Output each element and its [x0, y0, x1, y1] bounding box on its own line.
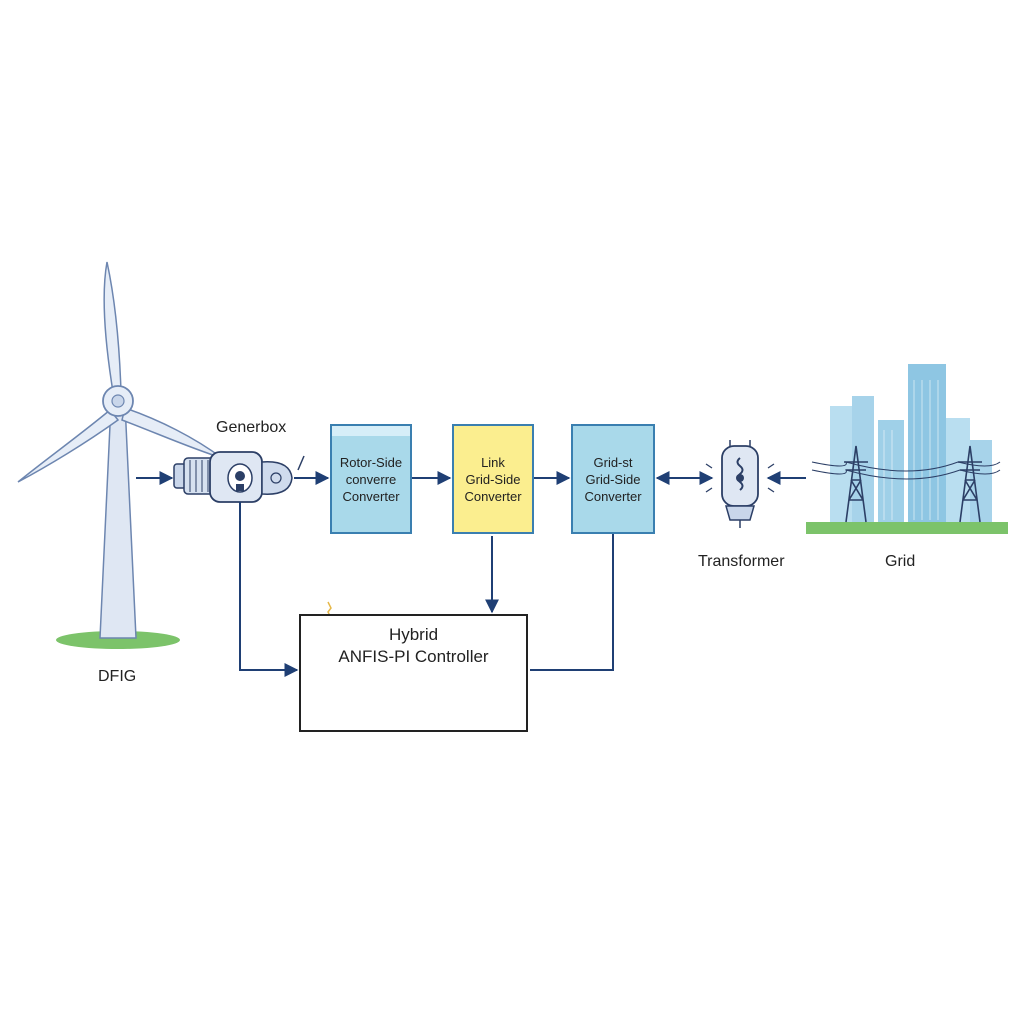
rotor-side-line-3: Converter: [342, 488, 400, 504]
link-line-2: Grid-Side: [465, 471, 521, 487]
grid-side-line-1: Grid-st: [593, 454, 633, 470]
controller-title-line-2: ANFIS-PI Controller: [338, 647, 489, 666]
link-line-3: Converter: [464, 488, 522, 504]
rotor-side-line-1: Rotor-Side: [339, 454, 403, 470]
connection-wires: [136, 471, 806, 677]
grid-side-line-2: Grid-Side: [585, 471, 641, 487]
generator-to-controller-wire: [239, 502, 299, 677]
grid-side-line-3: Converter: [584, 488, 642, 504]
transmission-tower-icon: [844, 445, 982, 523]
rotor-side-converter-block: Rotor-Side converre Converter: [330, 424, 412, 534]
controller-title-line-1: Hybrid: [388, 625, 439, 644]
grid-label: Grid: [885, 553, 916, 570]
transformer-icon: [705, 440, 775, 528]
city-grid-icon: [806, 364, 1008, 534]
dfig-label: DFIG: [98, 668, 137, 685]
link-line-1: Link: [481, 454, 505, 470]
link-block: Link Grid-Side Converter: [452, 424, 534, 534]
gearbox-label: Generbox: [216, 419, 287, 436]
transformer-label: Transformer: [698, 553, 785, 570]
rotor-side-line-2: converre: [345, 471, 397, 487]
generator-icon: [173, 451, 305, 503]
wind-turbine-icon: [17, 261, 223, 649]
grid-side-to-controller-wire: [530, 534, 614, 671]
grid-side-converter-block: Grid-st Grid-Side Converter: [571, 424, 655, 534]
hybrid-controller-block: Hybrid ANFIS-PI Controller: [299, 614, 528, 732]
